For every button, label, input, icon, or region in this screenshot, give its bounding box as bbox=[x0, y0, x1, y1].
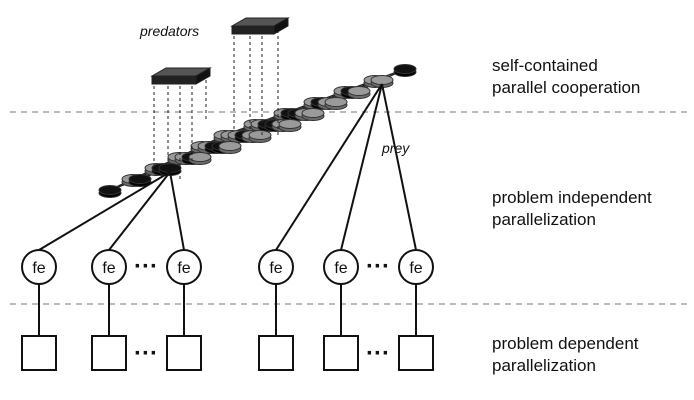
problem-box bbox=[258, 284, 294, 371]
fe-label: fe bbox=[32, 260, 45, 277]
evaluation-link bbox=[108, 171, 171, 251]
prey-node bbox=[301, 108, 325, 121]
level-dependent-line2: parallelization bbox=[492, 356, 596, 375]
node-top bbox=[218, 141, 242, 151]
level-independent-line2: parallelization bbox=[492, 210, 596, 229]
evaluation-link bbox=[38, 171, 171, 251]
node-top bbox=[278, 119, 302, 129]
prey-grid-nodes bbox=[98, 64, 417, 198]
predator-boxes bbox=[150, 17, 290, 85]
fe-label: fe bbox=[102, 260, 115, 277]
fe-node: fe bbox=[323, 249, 359, 285]
problem-box bbox=[166, 284, 202, 371]
predator-side bbox=[273, 17, 289, 35]
fe-node: fe bbox=[91, 249, 127, 285]
predator-box bbox=[150, 67, 212, 85]
node-top bbox=[370, 75, 394, 85]
evaluation-link bbox=[169, 171, 185, 251]
evaluation-link bbox=[340, 83, 383, 251]
active-prey-node bbox=[128, 174, 152, 187]
box-square bbox=[258, 335, 294, 371]
prey-node bbox=[324, 97, 348, 110]
evaluation-links bbox=[38, 83, 417, 251]
level-cooperation-line2: parallel cooperation bbox=[492, 78, 641, 97]
problem-box bbox=[323, 284, 359, 371]
node-top bbox=[393, 64, 417, 74]
ellipsis-dots: ··· ··· ··· ··· bbox=[134, 253, 390, 367]
evaluation-link bbox=[381, 83, 417, 251]
fe-label: fe bbox=[269, 260, 282, 277]
active-prey-node bbox=[98, 185, 122, 198]
predator-front bbox=[151, 75, 197, 85]
node-top bbox=[188, 152, 212, 162]
predator-projection-lines bbox=[153, 30, 279, 180]
prey-node bbox=[347, 86, 371, 99]
ellipsis: ··· bbox=[134, 253, 158, 280]
box-square bbox=[323, 335, 359, 371]
box-square bbox=[91, 335, 127, 371]
ellipsis: ··· bbox=[134, 340, 158, 367]
prey-node bbox=[248, 130, 272, 143]
fe-label: fe bbox=[334, 260, 347, 277]
active-prey-node bbox=[158, 163, 182, 176]
prey-node bbox=[188, 152, 212, 165]
fe-label: fe bbox=[409, 260, 422, 277]
node-top bbox=[324, 97, 348, 107]
predators-label: predators bbox=[140, 23, 200, 39]
predator-front bbox=[231, 25, 275, 35]
node-top bbox=[128, 174, 152, 184]
predator-side bbox=[195, 67, 211, 85]
problem-boxes bbox=[21, 284, 434, 371]
active-prey-node bbox=[393, 64, 417, 77]
level-independent-line1: problem independent bbox=[492, 188, 652, 207]
node-top bbox=[248, 130, 272, 140]
fe-nodes: fe fe fe fe fe fe bbox=[21, 249, 434, 285]
fe-label: fe bbox=[177, 260, 190, 277]
predator-box bbox=[230, 17, 290, 35]
box-square bbox=[166, 335, 202, 371]
problem-box bbox=[398, 284, 434, 371]
fe-node: fe bbox=[398, 249, 434, 285]
node-top bbox=[98, 185, 122, 195]
node-top bbox=[347, 86, 371, 96]
prey-node bbox=[278, 119, 302, 132]
ellipsis: ··· bbox=[366, 340, 390, 367]
ellipsis: ··· bbox=[366, 253, 390, 280]
problem-box bbox=[91, 284, 127, 371]
node-top bbox=[158, 163, 182, 173]
level-cooperation-line1: self-contained bbox=[492, 56, 598, 75]
node-top bbox=[301, 108, 325, 118]
problem-box bbox=[21, 284, 57, 371]
fe-node: fe bbox=[166, 249, 202, 285]
fe-node: fe bbox=[21, 249, 57, 285]
box-square bbox=[21, 335, 57, 371]
evaluation-link bbox=[275, 83, 383, 251]
prey-label: prey bbox=[382, 140, 410, 156]
box-square bbox=[398, 335, 434, 371]
level-dependent-line1: problem dependent bbox=[492, 334, 639, 353]
prey-node bbox=[218, 141, 242, 154]
fe-node: fe bbox=[258, 249, 294, 285]
